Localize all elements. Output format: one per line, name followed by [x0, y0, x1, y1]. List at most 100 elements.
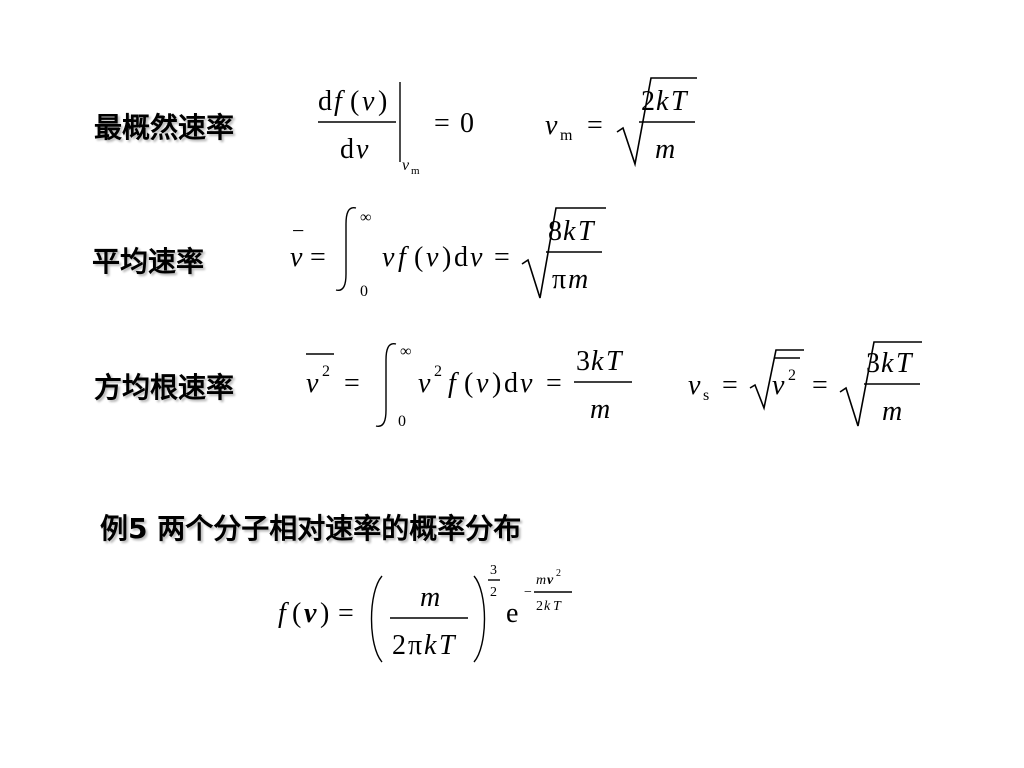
- symbol-pi: π: [408, 630, 422, 661]
- subscript-m: m: [411, 165, 420, 177]
- exponent-minus: −: [524, 585, 532, 600]
- label-example-5: 例5 两个分子相对速率的概率分布: [100, 512, 522, 545]
- symbol-equals: =: [722, 370, 738, 401]
- symbol-equals: =: [344, 368, 360, 399]
- big-paren-right: [473, 575, 486, 663]
- symbol-k: k: [656, 86, 669, 117]
- subscript-m: m: [560, 127, 573, 144]
- symbol-d: d: [504, 368, 518, 399]
- symbol-v: v: [772, 370, 785, 401]
- symbol-v: v: [356, 134, 369, 165]
- symbol-pi: π: [552, 264, 566, 295]
- symbol-paren-right: ): [320, 598, 329, 629]
- symbol-zero: 0: [460, 108, 474, 139]
- exponent-m: m: [536, 573, 546, 588]
- symbol-T: T: [896, 348, 914, 379]
- symbol-equals: =: [587, 110, 603, 141]
- exponent-two: 2: [536, 599, 543, 614]
- symbol-f: f: [334, 86, 345, 117]
- symbol-m: m: [882, 396, 902, 427]
- exponent-superscript-two: 2: [556, 568, 561, 579]
- radical-sign: [749, 349, 804, 411]
- symbol-k: k: [591, 346, 604, 377]
- exponent-two: 2: [490, 585, 497, 600]
- symbol-k: k: [563, 216, 576, 247]
- symbol-equals: =: [434, 108, 450, 139]
- symbol-paren-right: ): [492, 368, 501, 399]
- symbol-v: v: [520, 368, 533, 399]
- equation-relative-speed-distribution: f ( v ) = m 2 π k T 3 2 e − m v 2 2 k T: [278, 563, 572, 663]
- symbol-paren-right: ): [442, 242, 451, 273]
- symbol-d: d: [340, 134, 354, 165]
- symbol-v: v: [362, 86, 375, 117]
- subscript-s: s: [703, 387, 709, 404]
- big-paren-left: [370, 575, 383, 663]
- symbol-three: 3: [576, 346, 590, 377]
- symbol-paren-left: (: [464, 368, 473, 399]
- symbol-paren-left: (: [350, 86, 359, 117]
- superscript-two: 2: [434, 363, 442, 380]
- symbol-two: 2: [392, 630, 406, 661]
- symbol-overbar: −: [292, 218, 304, 243]
- exponent-k: k: [544, 599, 551, 614]
- symbol-T: T: [671, 86, 689, 117]
- radical-sign: [616, 77, 697, 168]
- integral-sign: [335, 207, 357, 291]
- symbol-equals: =: [546, 368, 562, 399]
- equation-derivative-condition: d f ( v ) d v v m = 0: [318, 82, 474, 177]
- symbol-f: f: [398, 242, 409, 273]
- symbol-T: T: [606, 346, 624, 377]
- symbol-infinity: ∞: [360, 209, 371, 226]
- symbol-m: m: [655, 134, 675, 165]
- symbol-m: m: [420, 582, 440, 613]
- symbol-zero: 0: [360, 283, 368, 300]
- equation-rms-speed: v s = v 2 = 3 k T m: [688, 341, 922, 427]
- symbol-v: v: [426, 242, 439, 273]
- symbol-paren-right: ): [378, 86, 387, 117]
- symbol-eight: 8: [548, 216, 562, 247]
- symbol-v: v: [476, 368, 489, 399]
- symbol-equals: =: [338, 598, 354, 629]
- symbol-v: v: [545, 110, 558, 141]
- symbol-three: 3: [866, 348, 880, 379]
- symbol-equals: =: [494, 242, 510, 273]
- radical-sign: [521, 207, 606, 299]
- symbol-m: m: [568, 264, 588, 295]
- symbol-T: T: [439, 630, 457, 661]
- symbol-paren-left: (: [292, 598, 301, 629]
- exponent-v-bold: v: [547, 573, 554, 588]
- symbol-k: k: [424, 630, 437, 661]
- symbol-e: e: [506, 598, 518, 629]
- radical-sign: [839, 341, 922, 427]
- symbol-k: k: [881, 348, 894, 379]
- symbol-equals: =: [310, 242, 326, 273]
- symbol-v: v: [290, 242, 303, 273]
- symbol-v: v: [418, 368, 431, 399]
- symbol-v: v: [382, 242, 395, 273]
- label-average-speed: 平均速率: [92, 245, 205, 278]
- symbol-v: v: [470, 242, 483, 273]
- label-most-probable-speed: 最概然速率: [94, 111, 235, 144]
- subscript-v: v: [402, 157, 410, 174]
- exponent-T: T: [553, 599, 562, 614]
- equation-mean-square-speed: v 2 = ∞ 0 v 2 f ( v ) d v = 3 k T m: [306, 343, 632, 430]
- equation-average-speed: − v = ∞ 0 v f ( v ) d v = 8 k T π m: [290, 207, 606, 300]
- symbol-paren-left: (: [414, 242, 423, 273]
- symbol-v: v: [688, 370, 701, 401]
- superscript-two: 2: [788, 367, 796, 384]
- symbol-v-bold: v: [304, 598, 317, 629]
- symbol-T: T: [578, 216, 596, 247]
- symbol-d: d: [318, 86, 332, 117]
- integral-sign: [375, 343, 397, 427]
- exponent-three: 3: [490, 563, 497, 578]
- symbol-f: f: [448, 368, 459, 399]
- symbol-m: m: [590, 394, 610, 425]
- symbol-d: d: [454, 242, 468, 273]
- symbol-zero: 0: [398, 413, 406, 430]
- symbol-two: 2: [641, 86, 655, 117]
- symbol-v: v: [306, 368, 319, 399]
- superscript-two: 2: [322, 363, 330, 380]
- symbol-equals: =: [812, 370, 828, 401]
- symbol-f: f: [278, 598, 289, 629]
- equation-most-probable-speed: v m = 2 k T m: [545, 77, 697, 168]
